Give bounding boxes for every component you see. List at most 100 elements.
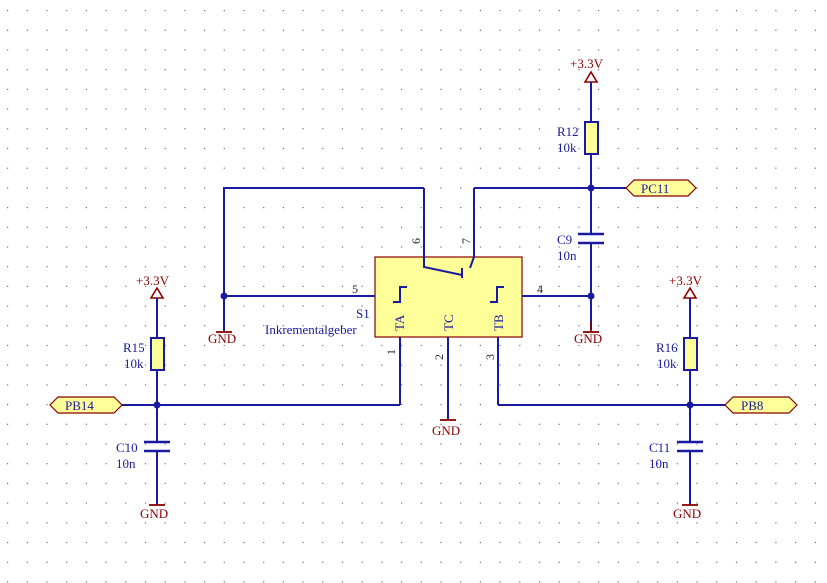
grid-dot	[716, 167, 718, 169]
grid-dot	[460, 69, 462, 71]
grid-dot	[341, 88, 344, 90]
grid-dot	[578, 49, 580, 51]
grid-dot	[7, 88, 9, 90]
grid-dot	[322, 266, 324, 268]
grid-dot	[46, 384, 48, 386]
switch-contact-7	[469, 188, 475, 269]
grid-dot	[676, 207, 678, 209]
grid-dot	[519, 423, 521, 425]
grid-dot	[637, 29, 639, 31]
grid-dot	[795, 285, 797, 287]
grid-dot	[243, 522, 245, 524]
grid-dot	[755, 325, 757, 327]
grid-dot	[46, 29, 48, 31]
grid-dot	[814, 325, 816, 327]
grid-dot	[66, 423, 68, 425]
grid-dot	[263, 147, 265, 150]
grid-dot	[617, 207, 619, 209]
grid-dot	[282, 29, 284, 31]
grid-dot	[46, 561, 48, 563]
grid-dot	[164, 463, 166, 465]
grid-dot	[302, 69, 304, 71]
grid-dot	[381, 541, 383, 544]
c10-ref: C10	[116, 440, 138, 455]
grid-dot	[144, 147, 147, 150]
grid-dot	[322, 344, 324, 347]
grid-dot	[302, 10, 304, 12]
grid-dot	[125, 364, 127, 366]
grid-dot	[164, 502, 166, 504]
grid-dot	[7, 443, 9, 445]
grid-dot	[105, 49, 107, 51]
grid-dot	[144, 266, 147, 268]
grid-dot	[637, 344, 639, 347]
grid-dot	[814, 69, 816, 71]
grid-dot	[499, 226, 501, 228]
grid-dot	[263, 128, 265, 130]
grid-dot	[184, 581, 186, 583]
grid-dot	[558, 128, 560, 130]
grid-dot	[26, 69, 28, 71]
grid-dot	[144, 187, 147, 189]
grid-dot	[361, 147, 363, 150]
grid-dot	[755, 10, 757, 12]
grid-dot	[263, 541, 265, 544]
grid-dot	[223, 522, 225, 524]
grid-dot	[657, 384, 659, 386]
grid-dot	[676, 541, 678, 544]
grid-dot	[519, 581, 521, 583]
grid-dot	[26, 167, 28, 169]
grid-dot	[420, 522, 422, 524]
grid-dot	[7, 463, 9, 465]
grid-dot	[144, 207, 147, 209]
grid-dot	[46, 167, 48, 169]
grid-dot	[617, 364, 619, 366]
grid-dot	[676, 49, 678, 51]
grid-dot	[105, 29, 107, 31]
grid-dot	[243, 128, 245, 130]
grid-dot	[795, 187, 797, 189]
grid-dot	[598, 10, 600, 12]
grid-dot	[302, 49, 304, 51]
grid-dot	[775, 502, 777, 504]
grid-dot	[105, 443, 107, 445]
grid-dot	[361, 128, 363, 130]
grid-dot	[676, 285, 678, 287]
grid-dot	[676, 325, 678, 327]
grid-dot	[696, 325, 698, 327]
grid-dot	[125, 285, 127, 287]
grid-dot	[144, 305, 147, 307]
grid-dot	[617, 167, 619, 169]
grid-dot	[440, 147, 442, 150]
grid-dot	[341, 246, 344, 248]
grid-dot	[538, 522, 541, 524]
grid-dot	[263, 246, 265, 248]
grid-dot	[598, 482, 600, 484]
grid-dot	[795, 128, 797, 130]
grid-dot	[341, 325, 344, 327]
grid-dot	[66, 443, 68, 445]
grid-dot	[795, 88, 797, 90]
grid-dot	[795, 463, 797, 465]
grid-dot	[263, 167, 265, 169]
grid-dot	[657, 502, 659, 504]
grid-dot	[420, 49, 422, 51]
grid-dot	[775, 10, 777, 12]
grid-dot	[105, 581, 107, 583]
grid-dot	[401, 404, 403, 406]
grid-dot	[46, 147, 48, 150]
grid-dot	[184, 29, 186, 31]
grid-dot	[125, 502, 127, 504]
grid-dot	[322, 69, 324, 71]
grid-dot	[519, 226, 521, 228]
grid-dot	[657, 522, 659, 524]
grid-dot	[361, 581, 363, 583]
grid-dot	[519, 128, 521, 130]
grid-dot	[696, 69, 698, 71]
grid-dot	[46, 246, 48, 248]
grid-dot	[578, 207, 580, 209]
grid-dot	[85, 482, 87, 484]
grid-dot	[144, 108, 147, 110]
grid-dot	[85, 226, 87, 228]
grid-dot	[696, 482, 698, 484]
